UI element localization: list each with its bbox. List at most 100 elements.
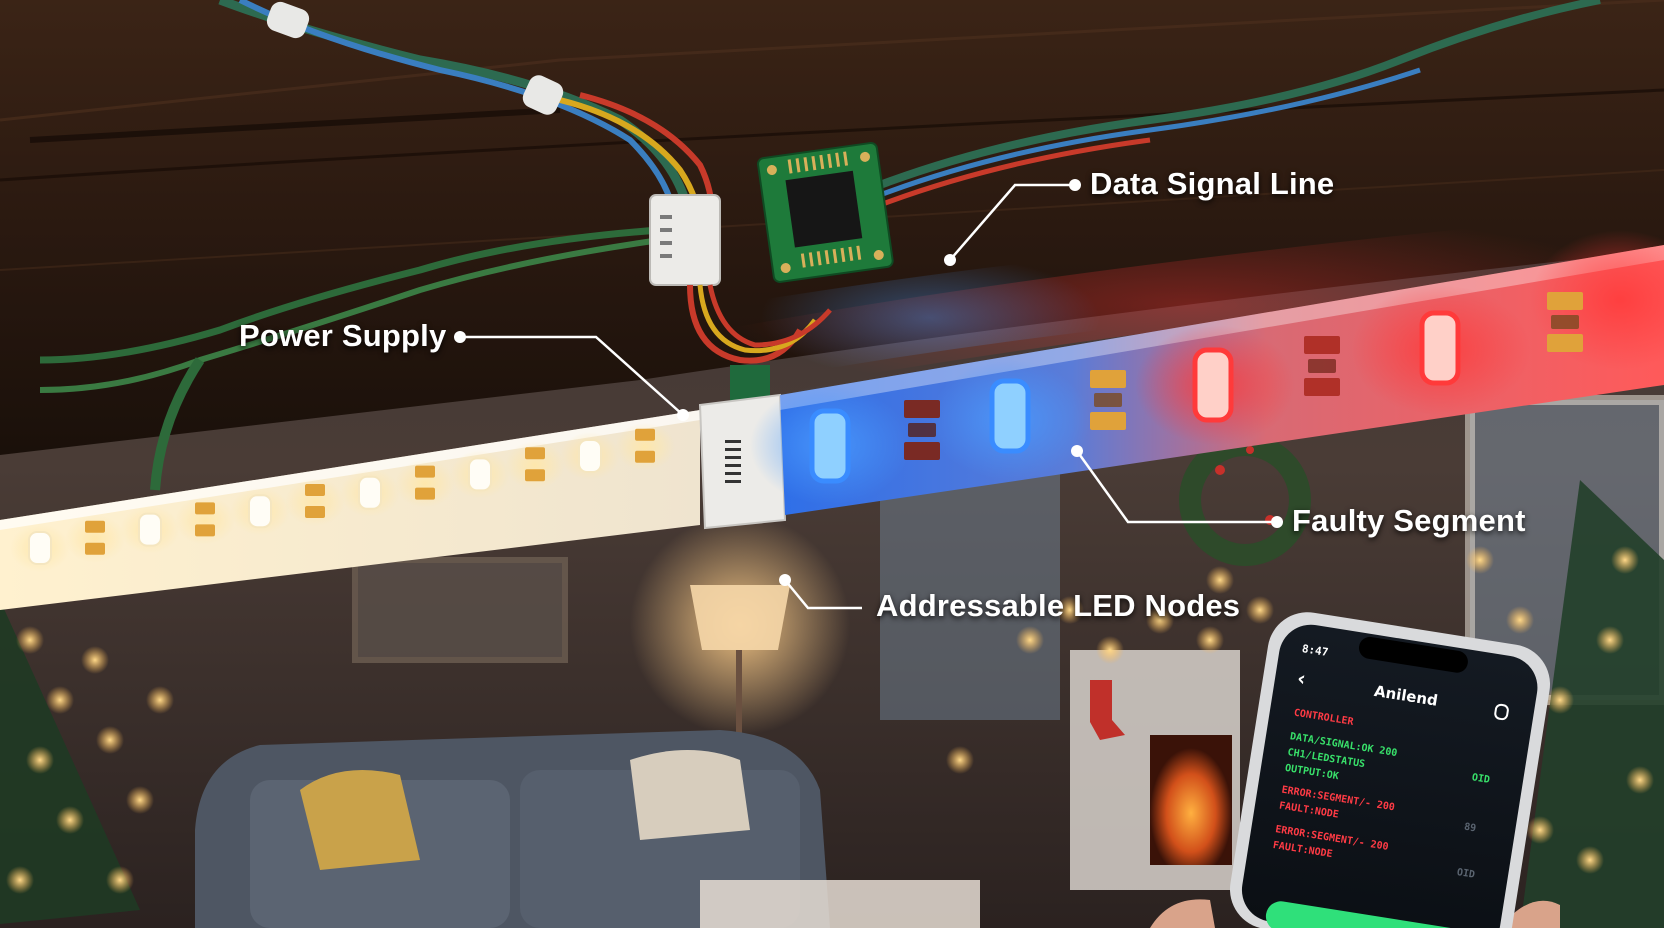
pcb-pin — [787, 159, 793, 174]
faulty-segment-label: Faulty Segment — [1292, 503, 1526, 538]
bokeh-light — [1526, 816, 1554, 844]
bokeh-light — [46, 686, 74, 714]
side-value: 89 — [1463, 821, 1477, 835]
pcb-pin — [848, 246, 854, 261]
led-node — [248, 494, 272, 529]
bokeh-light — [81, 646, 109, 674]
bokeh-light — [1546, 686, 1574, 714]
led-node — [85, 520, 105, 533]
led-glow — [505, 441, 565, 490]
faulty-segment-leader — [1075, 450, 1277, 524]
bokeh-light — [1466, 546, 1494, 574]
led-node — [1304, 336, 1340, 354]
bokeh-light — [56, 806, 84, 834]
led-node — [525, 447, 545, 460]
led-node — [1192, 347, 1234, 423]
led-node — [904, 400, 940, 418]
bokeh-light — [126, 786, 154, 814]
led-glow — [285, 478, 345, 526]
pcb-pin — [795, 158, 801, 173]
pcb-pin — [811, 155, 817, 171]
bokeh-light — [946, 746, 974, 774]
bokeh-light — [1611, 546, 1639, 574]
power-supply-leader — [460, 335, 684, 416]
pcb-pin — [856, 245, 862, 260]
led-node — [1308, 359, 1336, 373]
led-node — [415, 465, 435, 478]
bokeh-light — [16, 626, 44, 654]
led-node — [908, 423, 936, 437]
led-node — [635, 450, 655, 463]
bokeh-light — [1146, 606, 1174, 634]
led-node — [1419, 310, 1461, 386]
bokeh-light — [1596, 626, 1624, 654]
bokeh-light — [1576, 846, 1604, 874]
pcb-pin — [832, 248, 838, 264]
bokeh-light — [1626, 766, 1654, 794]
pcb-pin — [835, 152, 841, 167]
side-value: OID — [1471, 772, 1491, 786]
bokeh-light — [146, 686, 174, 714]
pcb-pin — [819, 154, 825, 170]
app-title: Anilend — [1372, 681, 1440, 710]
led-node — [635, 428, 655, 441]
menu-circle-icon[interactable] — [1493, 702, 1510, 721]
led-node — [358, 475, 382, 510]
led-node — [578, 439, 602, 473]
led-node — [138, 512, 162, 547]
led-node — [904, 442, 940, 460]
side-value: OID — [1456, 867, 1476, 881]
led-node — [525, 469, 545, 482]
bokeh-light — [26, 746, 54, 774]
bokeh-light — [1096, 636, 1124, 664]
pcb-pin — [803, 157, 809, 172]
data-signal-leader — [949, 183, 1075, 261]
pcb-pin — [827, 153, 833, 169]
led-node — [809, 408, 851, 484]
led-node — [1551, 315, 1579, 329]
led-glow — [175, 496, 235, 545]
led-node — [1547, 292, 1583, 310]
led-glow — [615, 422, 675, 471]
bokeh-light — [106, 866, 134, 894]
led-glow — [395, 459, 455, 508]
bokeh-light — [6, 866, 34, 894]
led-node — [1304, 378, 1340, 396]
pcb-pin — [800, 253, 806, 268]
pcb-pin — [824, 250, 830, 265]
log-line: CONTROLLER — [1292, 707, 1355, 728]
addressable-led-nodes-label: Addressable LED Nodes — [876, 588, 1241, 623]
pcb-pin — [808, 252, 814, 267]
led-node — [195, 524, 215, 537]
back-chevron-icon[interactable]: ‹ — [1295, 665, 1308, 691]
led-node — [28, 531, 52, 565]
led-node — [85, 542, 105, 555]
pcb-pin — [843, 151, 849, 166]
led-node — [1090, 412, 1126, 430]
data-signal-line-label: Data Signal Line — [1090, 166, 1335, 201]
led-node — [305, 484, 325, 496]
led-node — [415, 487, 435, 500]
led-node — [305, 506, 325, 518]
led-glow — [65, 514, 125, 563]
bokeh-light — [1246, 596, 1274, 624]
bokeh-light — [1506, 606, 1534, 634]
led-node — [468, 457, 492, 492]
status-time: 8:47 — [1301, 642, 1330, 660]
led-node — [1094, 393, 1122, 407]
led-node — [989, 378, 1031, 454]
log-line: OUTPUT:OK — [1284, 762, 1340, 783]
bokeh-light — [96, 726, 124, 754]
pcb-pin — [840, 247, 846, 263]
led-nodes-leader — [784, 579, 862, 610]
led-node — [1090, 370, 1126, 388]
led-node — [195, 502, 215, 515]
bokeh-light — [1206, 566, 1234, 594]
bokeh-light — [1016, 626, 1044, 654]
led-node — [1547, 334, 1583, 352]
bokeh-light — [1196, 626, 1224, 654]
bokeh-light — [1056, 596, 1084, 624]
